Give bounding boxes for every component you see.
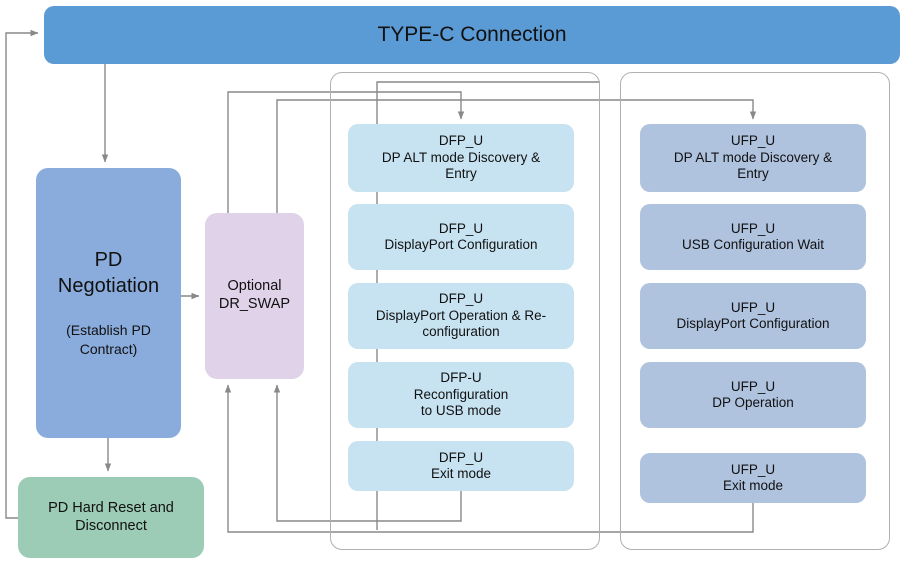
pd-hard-reset-block[interactable]: PD Hard Reset and Disconnect <box>18 477 204 558</box>
pd-negotiation-title-line1: PD <box>94 248 123 271</box>
ufp-stage-5-role: UFP_U <box>730 461 776 477</box>
dfp-stage-4-desc-line2: to USB mode <box>420 403 502 419</box>
dfp-stage-4-role: DFP-U <box>440 370 482 386</box>
dfp-stage-4[interactable]: DFP-U Reconfiguration to USB mode <box>348 362 574 428</box>
ufp-stage-5[interactable]: UFP_U Exit mode <box>640 453 866 503</box>
dfp-stage-3[interactable]: DFP_U DisplayPort Operation & Re- config… <box>348 283 574 349</box>
dfp-stage-2-role: DFP_U <box>438 220 484 236</box>
ufp-stage-3-desc-line1: DisplayPort Configuration <box>676 316 830 331</box>
optional-dr-swap-block[interactable]: Optional DR_SWAP <box>205 213 304 379</box>
dfp-stage-3-role: DFP_U <box>438 291 484 307</box>
pd-negotiation-block[interactable]: PD Negotiation (Establish PD Contract) <box>36 168 181 438</box>
ufp-stage-5-desc-line1: Exit mode <box>722 478 784 493</box>
pd-negotiation-subtitle-line1: (Establish PD <box>66 322 151 339</box>
ufp-stage-4-desc-line1: DP Operation <box>712 395 794 410</box>
dfp-stage-3-desc-line1: DisplayPort Operation & Re- <box>375 307 547 323</box>
ufp-stage-4[interactable]: UFP_U DP Operation <box>640 362 866 428</box>
dfp-stage-3-desc-line2: configuration <box>422 324 500 340</box>
dfp-stage-1[interactable]: DFP_U DP ALT mode Discovery & Entry <box>348 124 574 192</box>
dfp-stage-5-desc-line1: Exit mode <box>430 466 492 481</box>
dfp-stage-1-desc-line2: Entry <box>445 166 477 182</box>
ufp-stage-2-desc-line1: USB Configuration Wait <box>681 237 825 252</box>
ufp-stage-2[interactable]: UFP_U USB Configuration Wait <box>640 204 866 270</box>
dfp-stage-5[interactable]: DFP_U Exit mode <box>348 441 574 491</box>
dfp-column-frame <box>330 72 600 550</box>
pd-hard-reset-line1: PD Hard Reset and <box>48 499 174 516</box>
dr-swap-line2: DR_SWAP <box>218 296 291 312</box>
ufp-column-frame <box>620 72 890 550</box>
ufp-stage-2-role: UFP_U <box>730 220 776 236</box>
ufp-stage-1[interactable]: UFP_U DP ALT mode Discovery & Entry <box>640 124 866 192</box>
dfp-stage-1-desc-line1: DP ALT mode Discovery & <box>381 149 541 165</box>
dfp-stage-4-desc-line1: Reconfiguration <box>413 386 509 402</box>
dfp-stage-1-role: DFP_U <box>438 133 484 149</box>
pd-negotiation-title-line2: Negotiation <box>57 274 160 297</box>
ufp-stage-1-desc-line2: Entry <box>737 166 769 182</box>
ufp-stage-3[interactable]: UFP_U DisplayPort Configuration <box>640 283 866 349</box>
dfp-stage-2[interactable]: DFP_U DisplayPort Configuration <box>348 204 574 270</box>
dfp-stage-2-desc-line1: DisplayPort Configuration <box>384 237 538 252</box>
wire-hardreset-to-typec <box>5 29 39 519</box>
ufp-stage-1-role: UFP_U <box>730 133 776 149</box>
ufp-stage-3-role: UFP_U <box>730 299 776 315</box>
pd-negotiation-subtitle-line2: Contract) <box>79 340 138 357</box>
typec-connection-block[interactable]: TYPE-C Connection <box>44 6 900 64</box>
dr-swap-line1: Optional <box>227 278 282 295</box>
ufp-stage-1-desc-line1: DP ALT mode Discovery & <box>673 149 833 165</box>
ufp-stage-4-role: UFP_U <box>730 378 776 394</box>
dfp-stage-5-role: DFP_U <box>438 449 484 465</box>
typec-connection-label: TYPE-C Connection <box>377 23 567 47</box>
pd-hard-reset-line2: Disconnect <box>75 517 147 534</box>
